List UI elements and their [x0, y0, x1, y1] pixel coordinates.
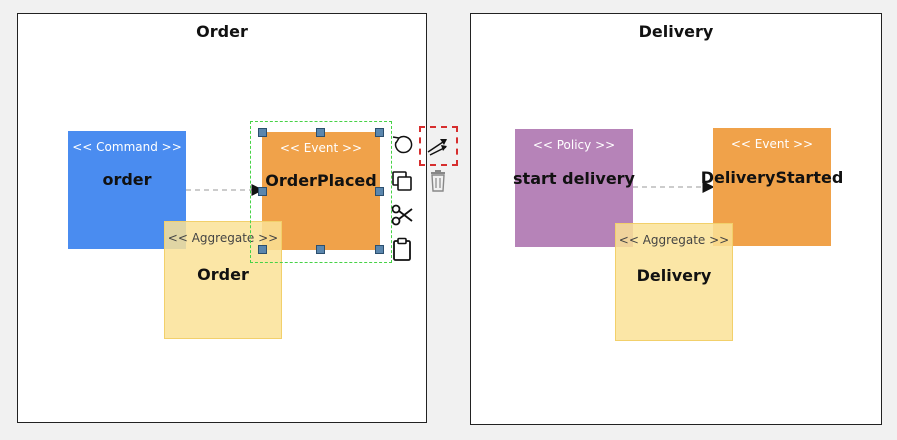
resize-handle-bottom-left[interactable] [258, 245, 267, 254]
resize-handle-top-right[interactable] [375, 128, 384, 137]
rotate-icon[interactable] [390, 133, 414, 157]
sticker-stereotype: << Aggregate >> [618, 233, 730, 247]
scissors-icon[interactable] [390, 203, 414, 227]
sticker-name[interactable]: order [102, 170, 152, 189]
resize-handle-top-left[interactable] [258, 128, 267, 137]
resize-handle-bottom[interactable] [316, 245, 325, 254]
sticker-stereotype: << Event >> [730, 137, 814, 151]
copy-icon[interactable] [390, 169, 414, 193]
sticker-name[interactable]: OrderPlaced [265, 171, 377, 190]
sticker-name[interactable]: Delivery [636, 266, 712, 285]
clipboard-icon[interactable] [390, 237, 414, 261]
resize-handle-bottom-right[interactable] [375, 245, 384, 254]
sticker-name[interactable]: DeliveryStarted [700, 168, 844, 187]
trash-icon[interactable] [426, 169, 450, 193]
policy-sticker-start-delivery[interactable]: << Policy >> start delivery [513, 129, 635, 247]
sticker-name[interactable]: Order [197, 265, 249, 284]
resize-handle-left[interactable] [258, 187, 267, 196]
sticker-stereotype: << Event >> [279, 141, 363, 155]
aggregate-sticker-delivery[interactable]: << Aggregate >> Delivery [615, 223, 733, 341]
relation-arrow-icon[interactable] [426, 134, 450, 158]
context-title: Delivery [638, 22, 714, 41]
aggregate-sticker-order[interactable]: << Aggregate >> Order [164, 221, 282, 339]
resize-handle-right[interactable] [375, 187, 384, 196]
relation-tool-highlight [419, 126, 458, 166]
context-title: Order [196, 22, 248, 41]
resize-handle-top[interactable] [316, 128, 325, 137]
sticker-stereotype: << Command >> [72, 140, 182, 154]
selection-box [250, 121, 392, 263]
sticker-stereotype: << Policy >> [532, 138, 616, 152]
sticker-name[interactable]: start delivery [513, 169, 635, 188]
